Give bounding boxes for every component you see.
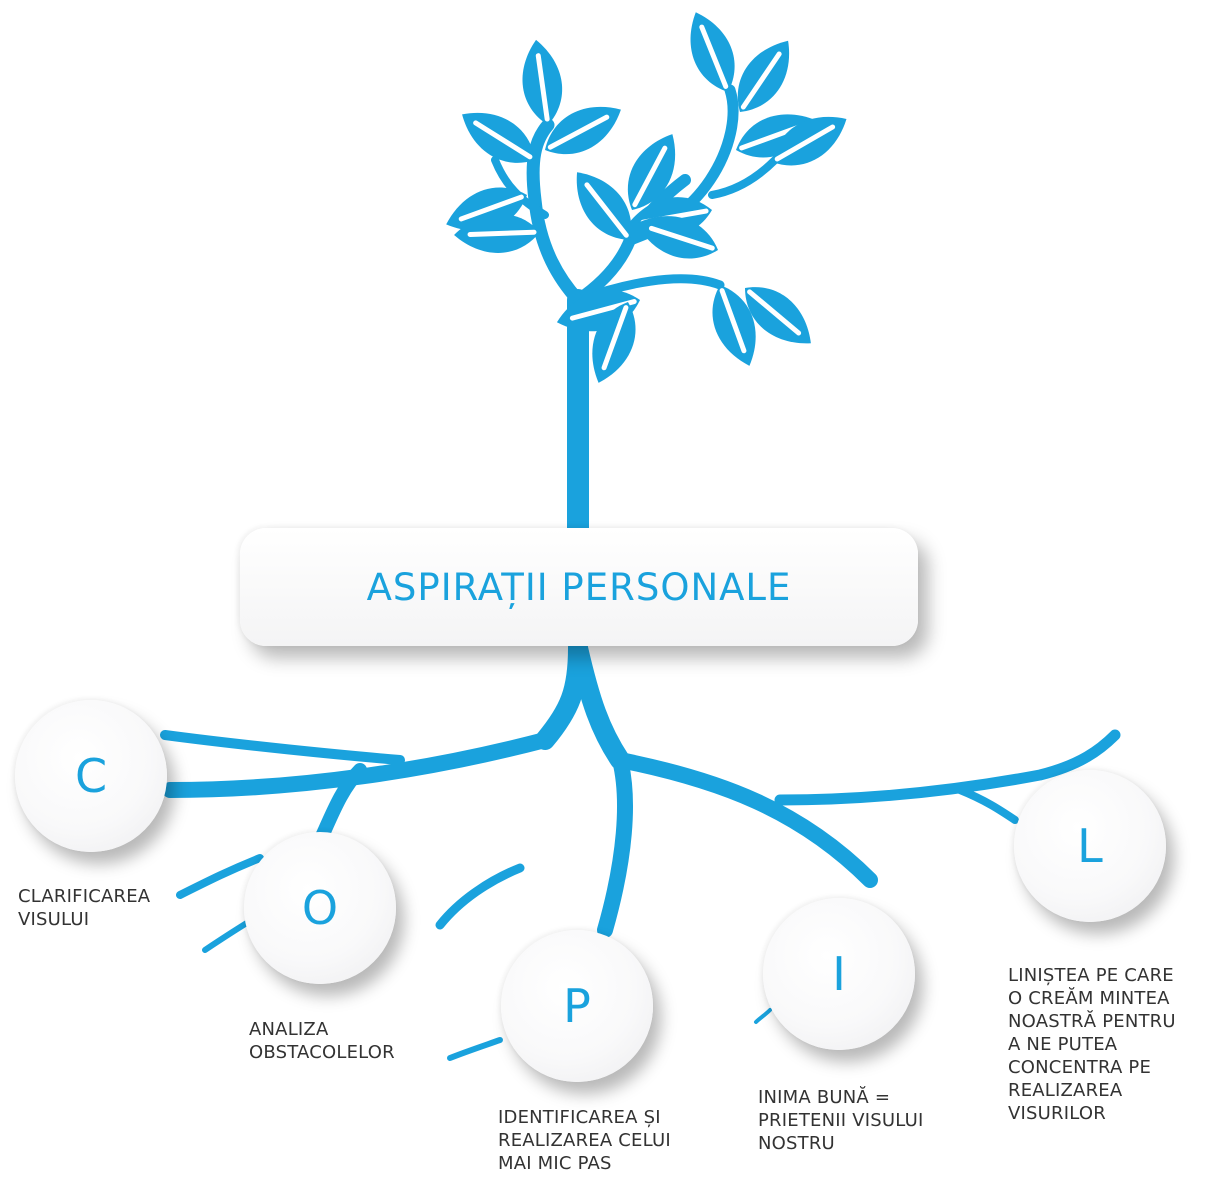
step-caption-l: LINIȘTEA PE CARE O CREĂM MINTEA NOASTRĂ …: [1008, 965, 1176, 1124]
title-box: ASPIRAȚII PERSONALE: [240, 528, 918, 646]
step-circle-p: P: [501, 930, 653, 1082]
step-circle-c: C: [15, 700, 167, 852]
step-caption-i: INIMA BUNĂ = PRIETENII VISULUI NOSTRU: [758, 1087, 924, 1154]
step-letter: L: [1077, 819, 1103, 873]
step-letter: P: [563, 979, 591, 1033]
step-circle-o: O: [244, 832, 396, 984]
step-letter: O: [301, 881, 339, 935]
step-caption-c: CLARIFICAREA VISULUI: [18, 886, 151, 930]
step-circle-l: L: [1014, 770, 1166, 922]
step-circle-i: I: [763, 898, 915, 1050]
step-caption-p: IDENTIFICAREA ȘI REALIZAREA CELUI MAI MI…: [498, 1107, 671, 1174]
step-letter: I: [832, 947, 846, 1001]
step-caption-o: ANALIZA OBSTACOLELOR: [249, 1019, 395, 1063]
diagram-title: ASPIRAȚII PERSONALE: [366, 565, 792, 609]
step-letter: C: [74, 749, 108, 803]
